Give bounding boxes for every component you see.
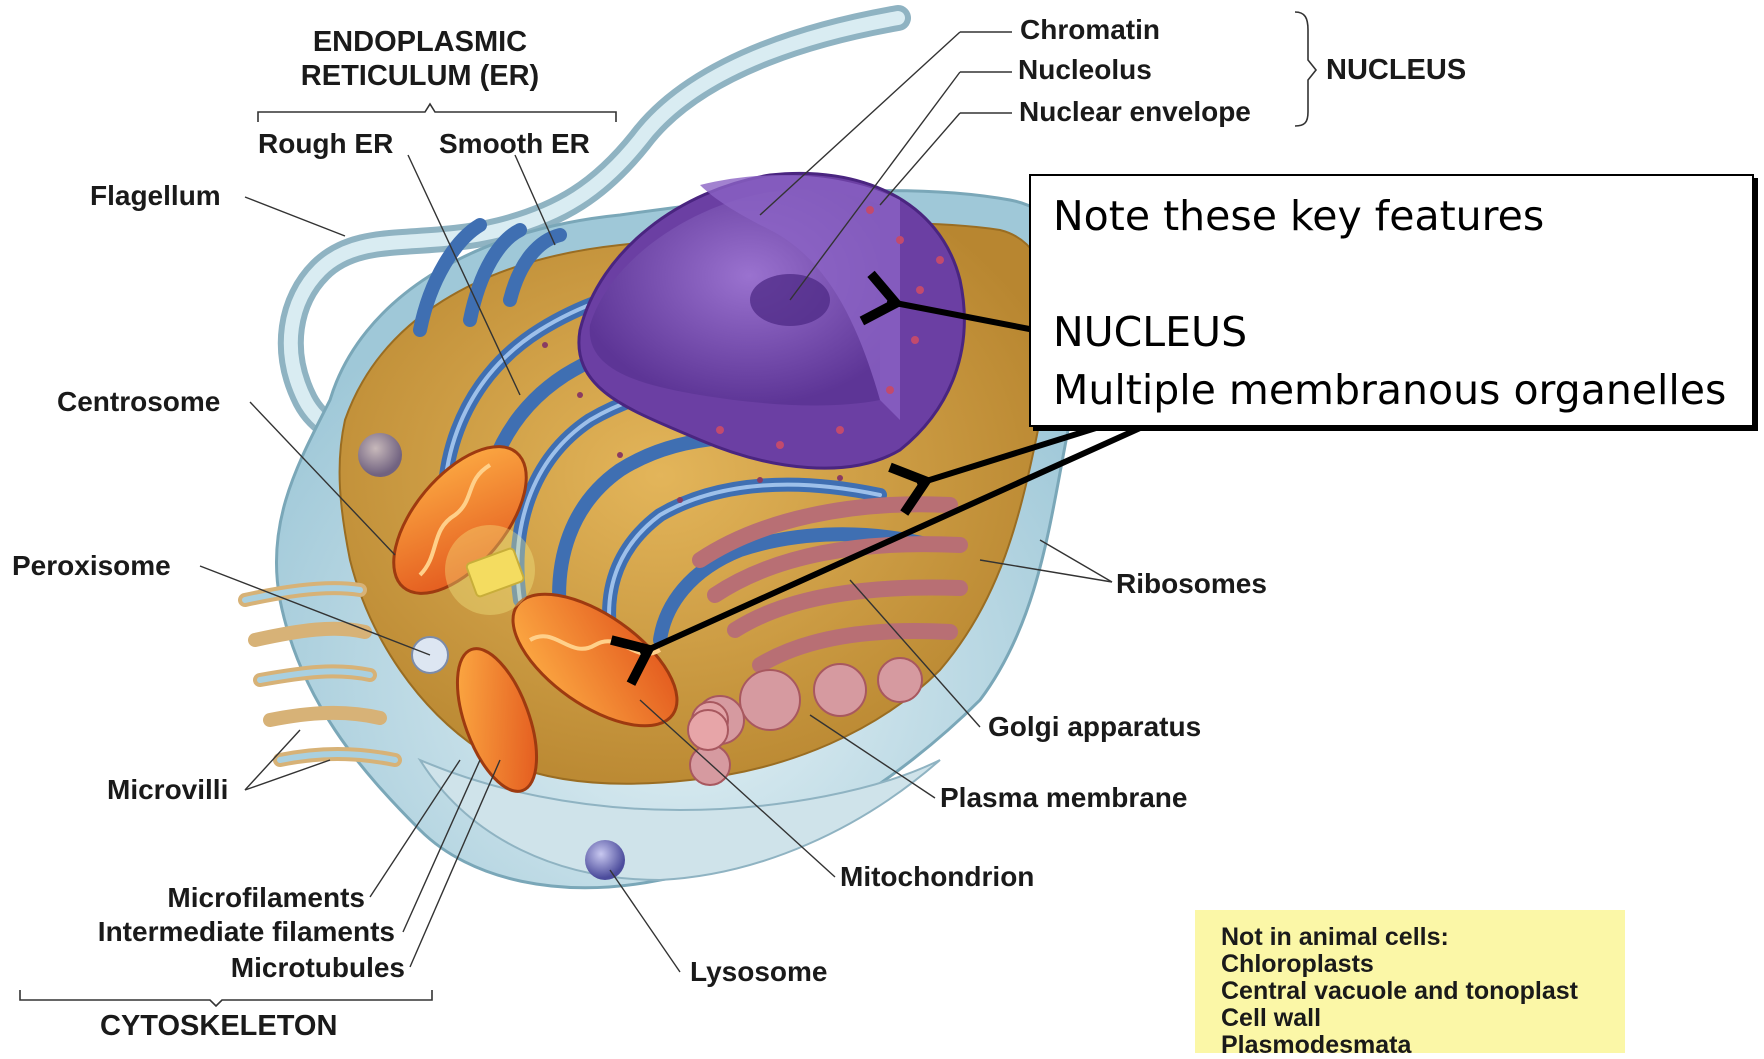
label-peroxisome: Peroxisome [12, 552, 171, 580]
cytoskeleton-header: CYTOSKELETON [100, 1012, 337, 1041]
nucleus-header: NUCLEUS [1326, 56, 1466, 85]
not-in-animal-cells-box: Not in animal cells: Chloroplasts Centra… [1195, 910, 1625, 1053]
label-chromatin: Chromatin [1020, 16, 1160, 44]
label-microtubules: Microtubules [120, 954, 405, 982]
label-smooth-er: Smooth ER [439, 130, 590, 158]
label-intermediate-filaments: Intermediate filaments [40, 918, 395, 946]
er-header-line1: ENDOPLASMIC [290, 26, 550, 60]
label-flagellum: Flagellum [90, 182, 221, 210]
label-mitochondrion: Mitochondrion [840, 863, 1034, 891]
lysosome-shape [585, 840, 625, 880]
label-golgi-apparatus: Golgi apparatus [988, 713, 1201, 741]
label-microfilaments: Microfilaments [80, 884, 365, 912]
key-features-note: Note these key features NUCLEUS Multiple… [1029, 174, 1754, 427]
label-rough-er: Rough ER [258, 130, 393, 158]
not-in-animal-item: Chloroplasts [1221, 951, 1625, 978]
not-in-animal-item: Central vacuole and tonoplast [1221, 978, 1625, 1005]
not-in-animal-title: Not in animal cells: [1221, 924, 1625, 951]
note-line-nucleus: NUCLEUS [1053, 312, 1247, 353]
label-lysosome: Lysosome [690, 958, 827, 986]
label-centrosome: Centrosome [57, 388, 220, 416]
note-line-title: Note these key features [1053, 196, 1544, 237]
not-in-animal-item: Cell wall [1221, 1005, 1625, 1032]
label-plasma-membrane: Plasma membrane [940, 784, 1187, 812]
note-line-organelles: Multiple membranous organelles [1053, 370, 1726, 411]
er-header: ENDOPLASMIC RETICULUM (ER) [290, 26, 550, 94]
label-microvilli: Microvilli [107, 776, 228, 804]
er-header-line2: RETICULUM (ER) [290, 60, 550, 94]
not-in-animal-item: Plasmodesmata [1221, 1032, 1625, 1059]
label-nucleolus: Nucleolus [1018, 56, 1152, 84]
label-ribosomes: Ribosomes [1116, 570, 1267, 598]
label-nuclear-envelope: Nuclear envelope [1019, 98, 1251, 126]
